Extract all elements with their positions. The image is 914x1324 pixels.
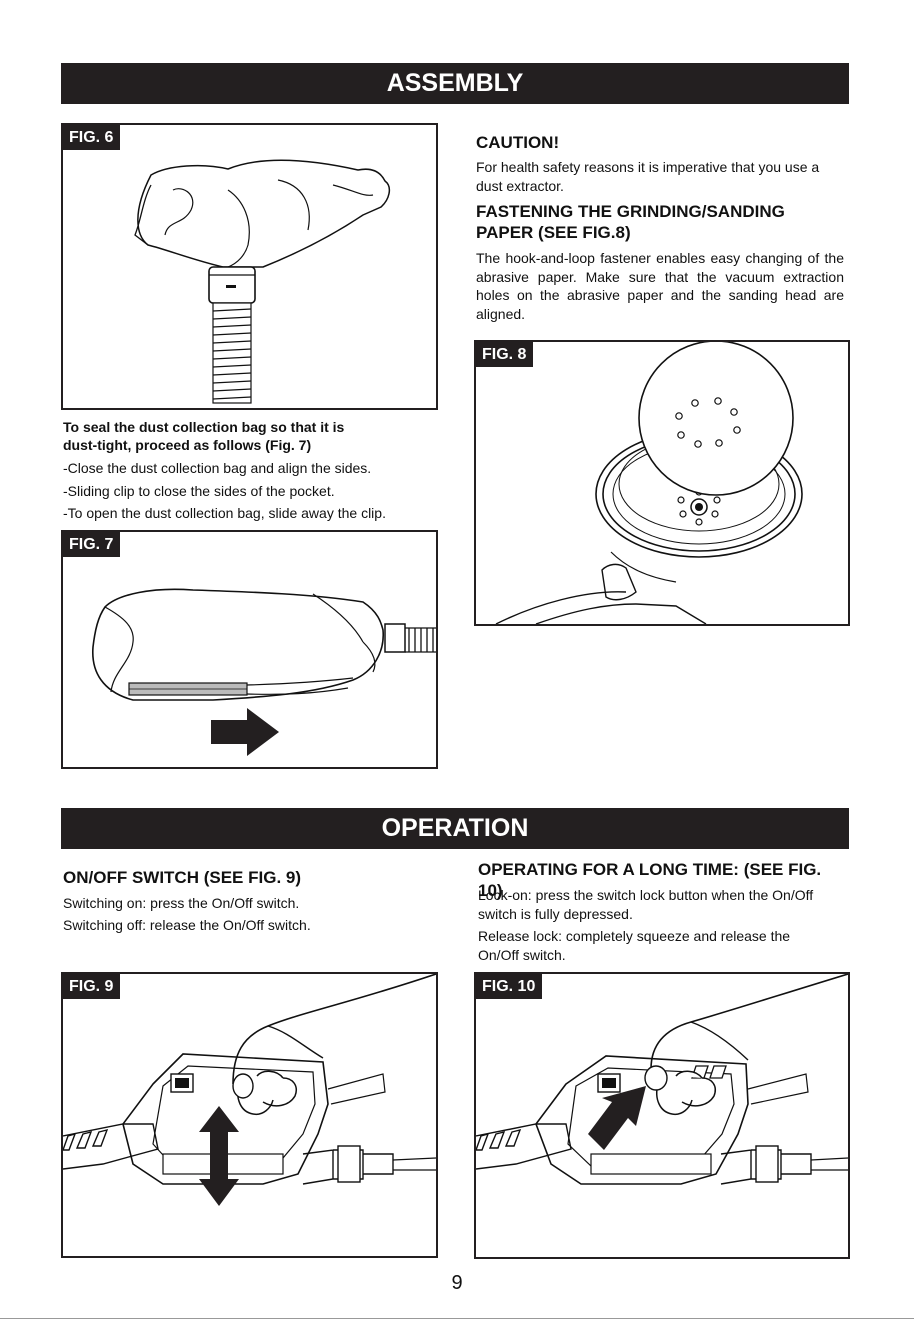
fastening-heading-line-1: FASTENING THE GRINDING/SANDING — [476, 202, 785, 221]
switch-on-text: Switching on: press the On/Off switch. — [63, 895, 300, 911]
lock-on-text: Lock-on: press the switch lock button wh… — [478, 887, 814, 922]
switch-lock-hand-drawing — [476, 974, 848, 1185]
assembly-banner: ASSEMBLY — [61, 63, 849, 104]
fig9-label: FIG. 9 — [63, 974, 121, 999]
bottom-rule — [0, 1318, 914, 1319]
switch-heading: ON/OFF SWITCH (SEE FIG. 9) — [63, 868, 301, 887]
caution-text: For health safety reasons it is imperati… — [476, 159, 820, 194]
fig8-illustration: FIG. 8 — [474, 340, 850, 626]
dust-bag-hose-drawing — [134, 159, 391, 404]
switch-hand-drawing — [63, 974, 436, 1206]
caution-heading: CAUTION! — [476, 133, 560, 152]
fastening-text: The hook-and-loop fastener enables easy … — [476, 250, 844, 322]
seal-step-2: -Sliding clip to close the sides of the … — [63, 483, 335, 499]
seal-step-3: -To open the dust collection bag, slide … — [63, 505, 386, 521]
arrow-up-down-icon — [199, 1106, 239, 1206]
seal-heading-line-2: dust-tight, proceed as follows (Fig. 7) — [63, 437, 312, 453]
long-time-heading: OPERATING FOR A LONG TIME: (SEE FIG. 10) — [478, 860, 822, 900]
arrow-diagonal-icon — [588, 1086, 646, 1150]
fastening-heading-line-2: PAPER (SEE FIG.8) — [476, 223, 631, 242]
dust-bag-clip-drawing — [92, 588, 436, 756]
sanding-disc-drawing — [495, 342, 803, 624]
fig9-illustration: FIG. 9 — [61, 972, 438, 1258]
seal-heading-line-1: To seal the dust collection bag so that … — [63, 419, 345, 435]
operation-banner: OPERATION — [61, 808, 849, 849]
fig8-label: FIG. 8 — [476, 342, 534, 367]
fig10-label: FIG. 10 — [476, 974, 543, 999]
fig7-illustration: FIG. 7 — [61, 530, 438, 769]
seal-step-1: -Close the dust collection bag and align… — [63, 460, 372, 476]
fig6-label: FIG. 6 — [63, 125, 121, 150]
switch-off-text: Switching off: release the On/Off switch… — [63, 917, 311, 933]
fig6-illustration: FIG. 6 — [61, 123, 438, 410]
arrow-right-icon — [211, 708, 279, 756]
fig7-label: FIG. 7 — [63, 532, 121, 557]
fig10-illustration: FIG. 10 — [474, 972, 850, 1259]
release-lock-text: Release lock: completely squeeze and rel… — [478, 928, 791, 963]
page-number: 9 — [451, 1272, 463, 1294]
